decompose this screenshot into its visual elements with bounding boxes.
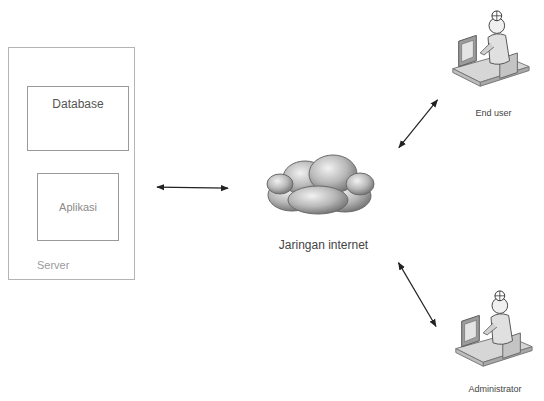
server-box: Server DatabaseAplikasi — [8, 47, 135, 280]
node-label: Aplikasi — [59, 201, 97, 213]
connector-arrow — [399, 100, 438, 148]
node-label: Administrator — [438, 384, 544, 394]
connector-arrow — [157, 187, 228, 188]
node-label: Database — [28, 87, 128, 111]
network-cloud: Jaringan internet — [250, 150, 397, 260]
application-box: Aplikasi — [37, 173, 119, 241]
administrator-node: Administrator — [438, 282, 544, 396]
end-user-icon — [453, 11, 529, 86]
connector-arrow — [399, 263, 436, 327]
administrator-icon — [456, 291, 532, 366]
database-box: Database — [27, 86, 129, 151]
node-label: Jaringan internet — [250, 238, 397, 252]
cloud-shape — [267, 155, 374, 214]
end-user-node: End user — [440, 4, 544, 120]
node-label: End user — [440, 108, 544, 118]
node-label: Server — [37, 259, 69, 271]
